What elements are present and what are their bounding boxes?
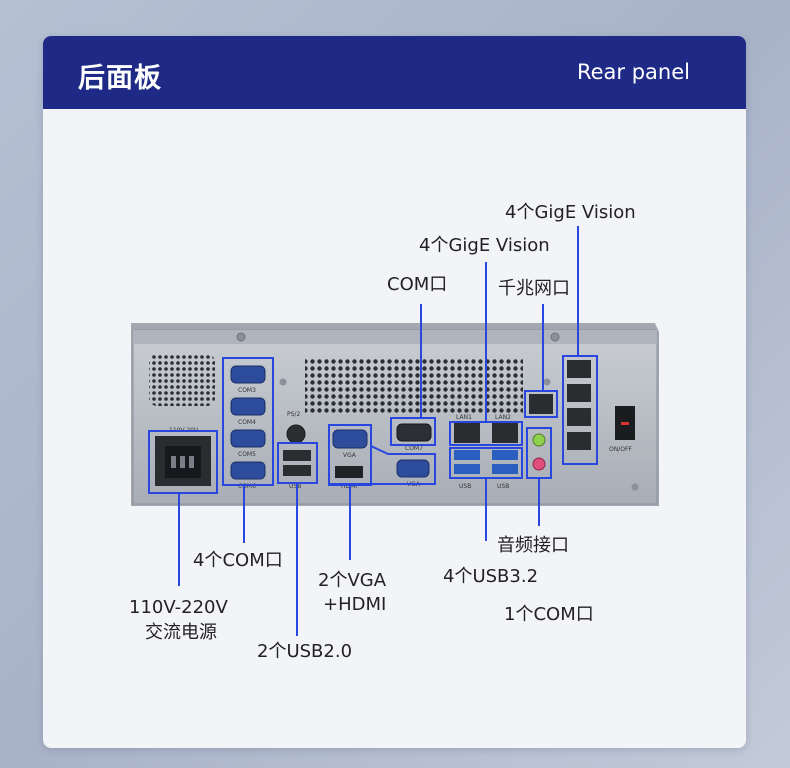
label-gige-top: 4个GigE Vision [505, 202, 636, 223]
label-usb2: 2个USB2.0 [257, 641, 352, 662]
vga-label-1: VGA [343, 452, 357, 459]
box-vga-hdmi-ext [329, 445, 436, 485]
lan1-label: LAN1 [456, 414, 472, 421]
content-card: 后面板 Rear panel [43, 36, 746, 748]
hdmi-port-icon [335, 466, 363, 478]
audio-mic-in-icon [532, 457, 546, 471]
page-title: 后面板 [78, 63, 162, 94]
vga-port-icon [332, 429, 368, 449]
screw-icon [543, 378, 551, 386]
screw-icon [631, 483, 639, 491]
com6-label: COM6 [238, 483, 256, 490]
leader-lines [178, 226, 579, 636]
usb3-label-2: USB [497, 483, 509, 490]
com-port-stack: COM3 COM4 COM5 COM6 [230, 365, 266, 490]
rj45-port-icon [454, 423, 480, 443]
callout-labels: 4个GigE Vision 4个GigE Vision COM口 千兆网口 4个… [129, 202, 636, 662]
rj45-port-icon [567, 384, 591, 402]
rj45-port-icon [567, 432, 591, 450]
header-bar: 后面板 Rear panel [43, 36, 746, 109]
box-gigabit [524, 390, 558, 418]
ps2-port-icon [286, 424, 306, 444]
db9-port-icon [230, 461, 266, 480]
usb3-label-1: USB [459, 483, 471, 490]
com-label: COM7 [405, 445, 423, 452]
label-com4: 4个COM口 [193, 550, 283, 571]
label-gige-mid: 4个GigE Vision [419, 235, 550, 256]
box-com4 [222, 357, 274, 486]
lan-usb3-block: LAN1 LAN2 USB USB [454, 414, 518, 490]
ps2-usb-block: PS/2 USB [283, 411, 311, 490]
usb3-port-icon [454, 450, 480, 460]
label-com-port: COM口 [387, 274, 447, 295]
gigabit-audio-block [529, 394, 553, 471]
rj45-port-icon [567, 408, 591, 426]
screw-icon [236, 332, 246, 342]
com4-label: COM4 [238, 419, 256, 426]
audio-line-out-icon [532, 433, 546, 447]
label-audio: 音频接口 [497, 535, 569, 556]
chassis-top-band [133, 330, 657, 344]
ps2-label: PS/2 [287, 411, 300, 418]
box-gige [562, 355, 598, 465]
lan2-label: LAN2 [495, 414, 511, 421]
label-hdmi: +HDMI [323, 594, 386, 615]
usb3-port-icon [454, 464, 480, 474]
usb-port-icon [283, 450, 311, 461]
rear-panel-diagram: 110V-20V COM3 COM4 COM5 COM6 PS/2 USB VG… [129, 202, 659, 662]
highlight-boxes [148, 355, 598, 494]
usb3-port-icon [492, 464, 518, 474]
com5-label: COM5 [238, 451, 256, 458]
box-power [148, 430, 218, 494]
rj45-port-icon [529, 394, 553, 414]
power-switch: ON/OFF [609, 406, 635, 453]
com-single-block: COM7 [396, 423, 432, 452]
db9-port-icon [230, 397, 266, 416]
rj45-port-icon [567, 360, 591, 378]
label-usb32: 4个USB3.2 [443, 566, 538, 587]
usb-port-icon [283, 465, 311, 476]
db9-port-icon [230, 365, 266, 384]
screw-icon [550, 332, 560, 342]
usb3-port-icon [492, 450, 518, 460]
page-subtitle: Rear panel [576, 60, 690, 84]
usb2-label: USB [289, 483, 301, 490]
rj45-port-icon [492, 423, 518, 443]
label-power-1: 110V-220V [129, 597, 228, 618]
screw-icon [279, 378, 287, 386]
db9-port-icon [396, 423, 432, 442]
vga-port-icon [396, 459, 430, 478]
label-com1: 1个COM口 [504, 604, 594, 625]
onoff-label: ON/OFF [609, 446, 632, 453]
vent-grille-main [305, 358, 523, 414]
gige-vision-stack [567, 360, 591, 450]
box-com-single [390, 417, 436, 446]
label-vga: 2个VGA [318, 570, 387, 591]
db9-port-icon [230, 429, 266, 448]
label-gigabit: 千兆网口 [498, 278, 570, 299]
label-power-2: 交流电源 [145, 622, 217, 643]
vent-grille-psu [149, 354, 215, 406]
com3-label: COM3 [238, 387, 256, 394]
